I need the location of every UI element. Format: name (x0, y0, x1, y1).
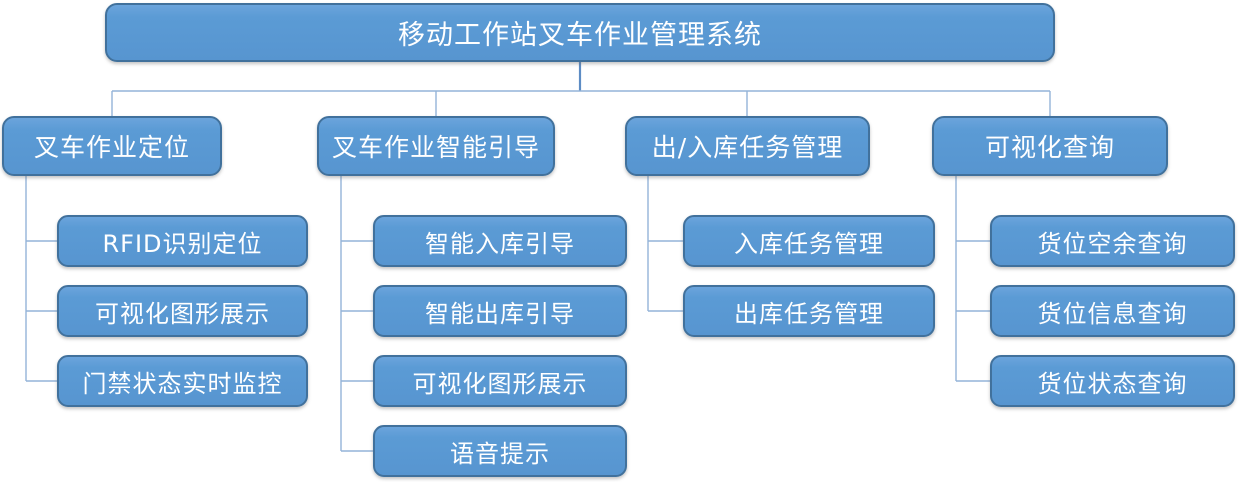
node-rfid-positioning: RFID识别定位 (57, 215, 308, 267)
node-outbound-task-management: 出库任务管理 (683, 285, 935, 337)
node-smart-guidance: 叉车作业智能引导 (317, 116, 555, 176)
node-smart-inbound-guide: 智能入库引导 (373, 215, 627, 267)
node-slot-status-query: 货位状态查询 (990, 355, 1235, 407)
node-inbound-task-management: 入库任务管理 (683, 215, 935, 267)
node-visual-graphic-display-1: 可视化图形展示 (57, 285, 308, 337)
node-visual-query: 可视化查询 (932, 116, 1168, 176)
node-forklift-positioning: 叉车作业定位 (2, 116, 222, 176)
node-root: 移动工作站叉车作业管理系统 (105, 3, 1055, 62)
node-voice-prompt: 语音提示 (373, 425, 627, 477)
node-slot-info-query: 货位信息查询 (990, 285, 1235, 337)
node-task-management: 出/入库任务管理 (625, 116, 870, 176)
node-smart-outbound-guide: 智能出库引导 (373, 285, 627, 337)
node-door-status-monitor: 门禁状态实时监控 (57, 355, 308, 407)
node-visual-graphic-display-2: 可视化图形展示 (373, 355, 627, 407)
node-slot-vacancy-query: 货位空余查询 (990, 215, 1235, 267)
